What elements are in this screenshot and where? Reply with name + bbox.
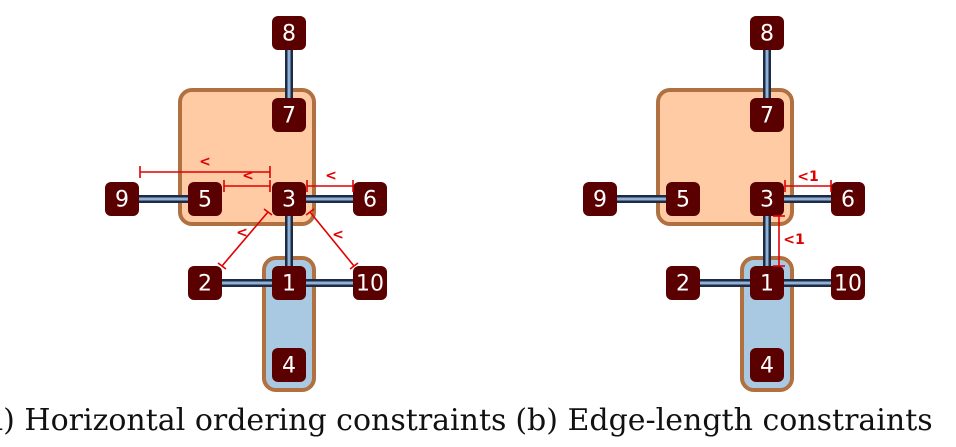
constraint-label: <1 (783, 232, 804, 248)
node-label: 5 (676, 188, 690, 213)
node-label: 6 (841, 188, 855, 213)
node-8: 8 (272, 16, 306, 50)
node-7: 7 (750, 98, 784, 132)
node-5: 5 (666, 182, 700, 216)
node-4: 4 (750, 348, 784, 382)
node-label: 10 (356, 272, 384, 297)
node-label: 3 (760, 188, 774, 213)
node-7: 7 (272, 98, 306, 132)
caption-a: (a) Horizontal ordering constraints (0, 403, 506, 438)
panel-b: 8 7 9 5 3 6 2 1 10 4 <1 <1 (583, 16, 865, 392)
constraint-label: < (325, 168, 337, 184)
node-6: 6 (353, 182, 387, 216)
node-3: 3 (750, 182, 784, 216)
node-9: 9 (583, 182, 617, 216)
node-label: 1 (760, 272, 774, 297)
constraints-a: < < < < < (139, 154, 359, 270)
constraints-b: <1 <1 (773, 169, 832, 267)
node-label: 9 (115, 188, 129, 213)
constraint-label: < (199, 154, 211, 170)
panel-a: 8 7 9 5 3 6 2 1 10 4 < < < < < (105, 16, 387, 392)
constraint-label: < (332, 227, 344, 243)
node-9: 9 (105, 182, 139, 216)
node-label: 4 (282, 354, 296, 379)
node-1: 1 (272, 266, 306, 300)
node-2: 2 (666, 266, 700, 300)
node-8: 8 (750, 16, 784, 50)
caption-b: (b) Edge-length constraints (515, 403, 932, 438)
node-3: 3 (272, 182, 306, 216)
constraint-label: < (242, 168, 254, 184)
node-label: 4 (760, 354, 774, 379)
node-label: 1 (282, 272, 296, 297)
node-label: 2 (676, 272, 690, 297)
node-label: 2 (198, 272, 212, 297)
node-label: 5 (198, 188, 212, 213)
node-6: 6 (831, 182, 865, 216)
node-label: 10 (834, 272, 862, 297)
node-10: 10 (353, 266, 387, 300)
node-label: 7 (760, 104, 774, 129)
node-5: 5 (188, 182, 222, 216)
node-label: 8 (282, 22, 296, 47)
node-4: 4 (272, 348, 306, 382)
constraint-label: <1 (797, 169, 818, 185)
node-label: 6 (363, 188, 377, 213)
node-label: 8 (760, 22, 774, 47)
node-label: 9 (593, 188, 607, 213)
node-2: 2 (188, 266, 222, 300)
constraint-label: < (236, 225, 248, 241)
node-10: 10 (831, 266, 865, 300)
node-label: 3 (282, 188, 296, 213)
node-1: 1 (750, 266, 784, 300)
node-label: 7 (282, 104, 296, 129)
